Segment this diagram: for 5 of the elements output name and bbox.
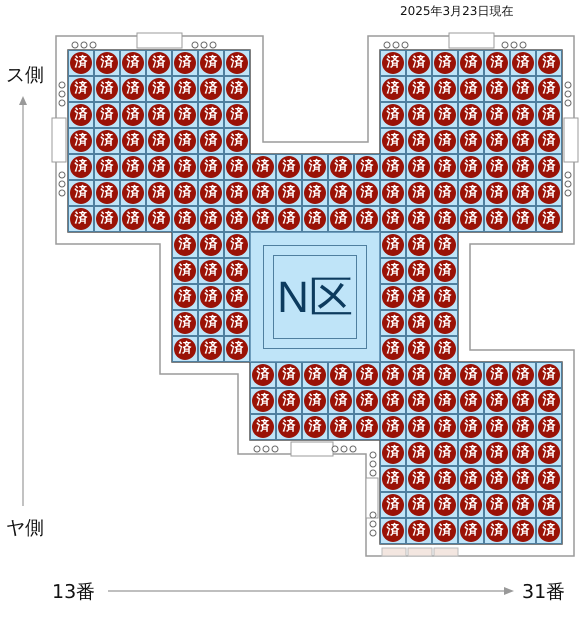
direction-label: ス側 [6,63,44,88]
direction-label: ヤ側 [6,516,44,541]
date-note: 2025年3月23日現在 [400,3,514,20]
direction-label: 13番 [52,580,96,605]
direction-label: 31番 [522,580,566,605]
